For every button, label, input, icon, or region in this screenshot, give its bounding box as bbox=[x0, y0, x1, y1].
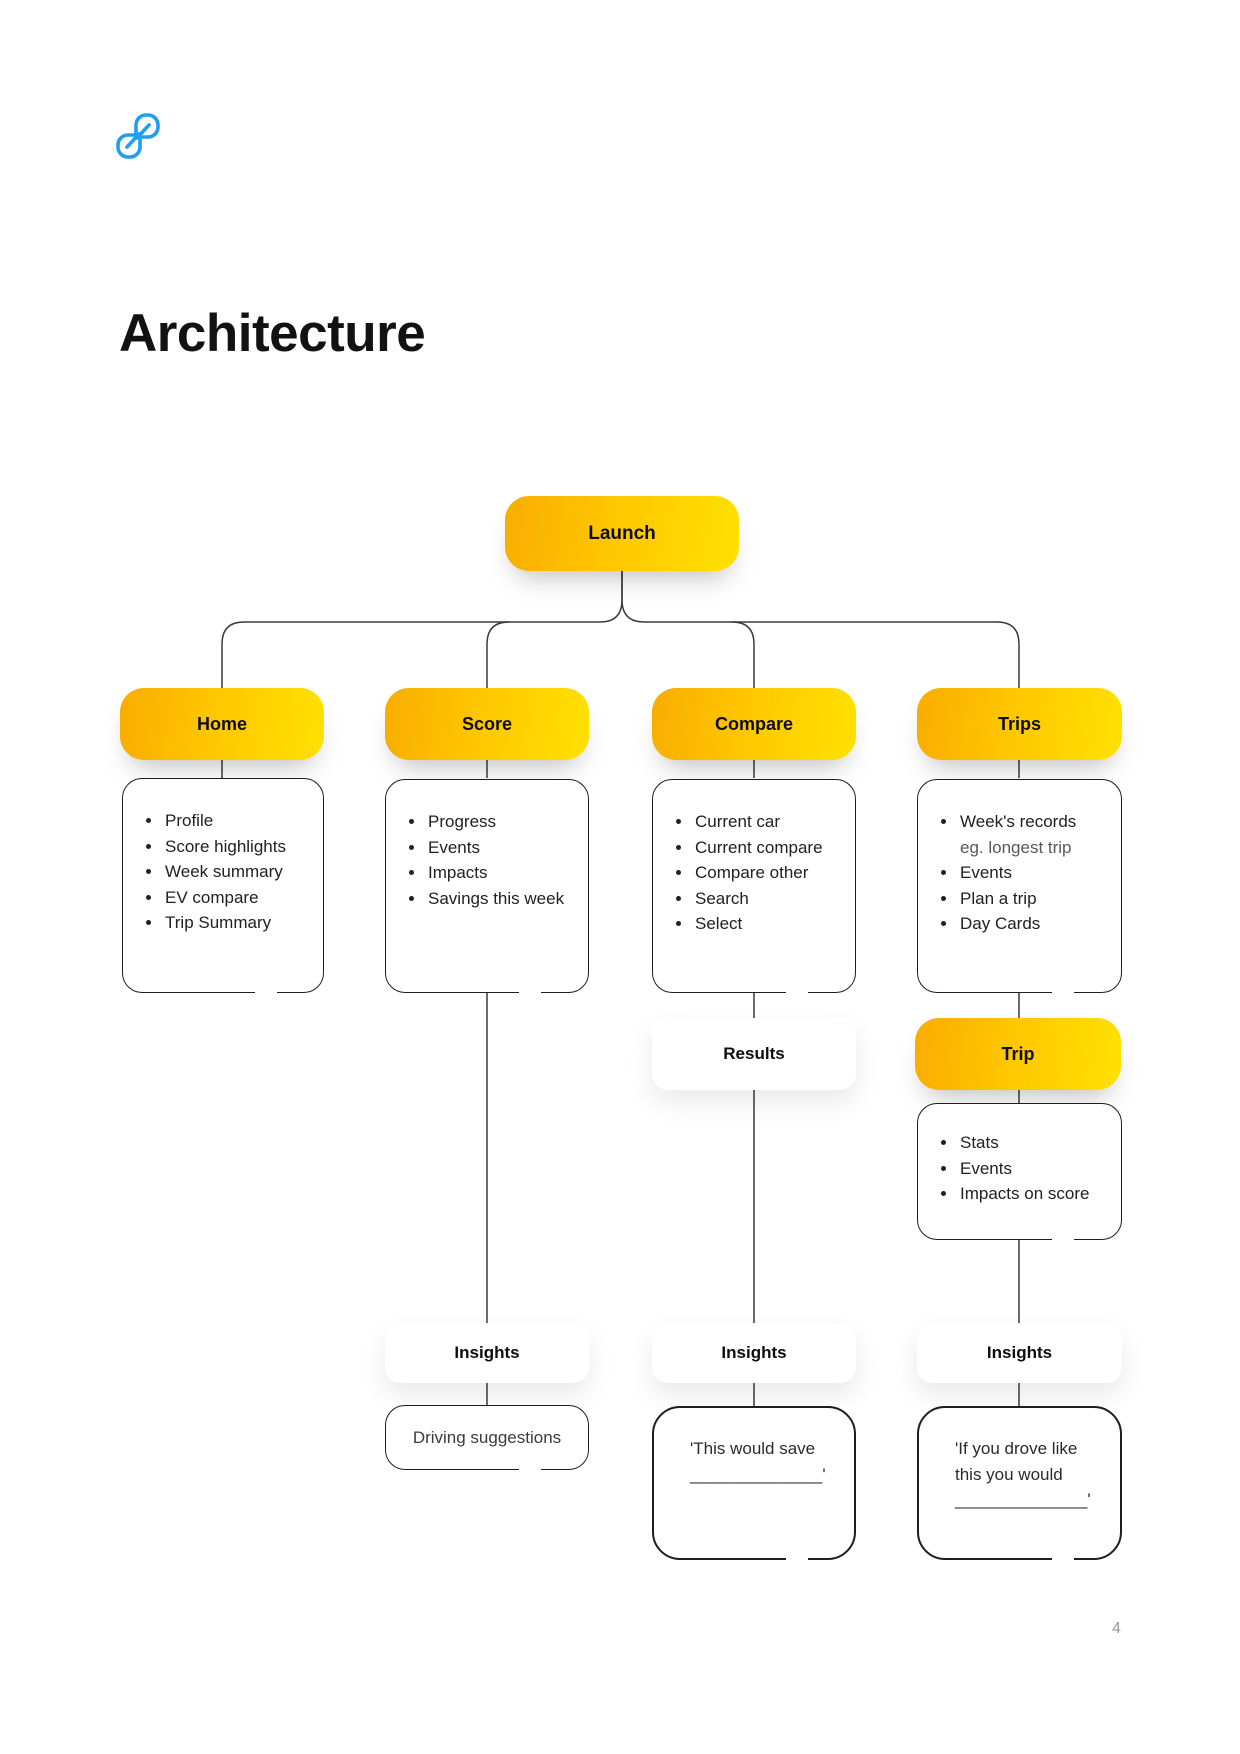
compare-quote-box: 'This would save ______________' bbox=[652, 1406, 856, 1562]
list-item: Events bbox=[426, 835, 580, 861]
trips-quote-box: 'If you drove like this you would ______… bbox=[917, 1406, 1122, 1562]
page-title: Architecture bbox=[119, 304, 426, 363]
node-insights-compare: Insights bbox=[652, 1323, 856, 1383]
score-feature-items: Progress Events Impacts Savings this wee… bbox=[386, 780, 588, 911]
node-score: Score bbox=[385, 688, 589, 760]
node-score-label: Score bbox=[461, 713, 513, 734]
node-home: Home bbox=[120, 688, 324, 760]
list-item: EV compare bbox=[163, 885, 315, 911]
list-item-sub: eg. longest trip bbox=[960, 837, 1072, 857]
trip-feature-items: Stats Events Impacts on score bbox=[918, 1104, 1121, 1207]
list-item: Current car bbox=[693, 809, 847, 835]
node-compare-label: Compare bbox=[714, 713, 794, 734]
node-trip: Trip bbox=[915, 1018, 1121, 1090]
node-results: Results bbox=[652, 1018, 856, 1090]
node-trips-label: Trips bbox=[997, 713, 1041, 734]
list-item: Stats bbox=[958, 1130, 1113, 1156]
node-insights-label: Insights bbox=[454, 1343, 520, 1362]
quote-line: 'If you drove like bbox=[955, 1439, 1078, 1458]
trips-feature-list: Week's records eg. longest trip Events P… bbox=[917, 779, 1122, 995]
list-item: Score highlights bbox=[163, 834, 315, 860]
quote-line: ______________' bbox=[690, 1464, 826, 1484]
list-item: Day Cards bbox=[958, 911, 1113, 937]
list-item: Progress bbox=[426, 809, 580, 835]
list-item: Profile bbox=[163, 808, 315, 834]
home-feature-list: Profile Score highlights Week summary EV… bbox=[122, 778, 324, 995]
driving-suggestions-box: Driving suggestions bbox=[385, 1405, 589, 1472]
node-launch-label: Launch bbox=[588, 522, 656, 544]
list-item: Compare other bbox=[693, 860, 847, 886]
list-item: Events bbox=[958, 860, 1113, 886]
node-insights-score: Insights bbox=[385, 1323, 589, 1383]
node-launch: Launch bbox=[505, 496, 739, 571]
link-leaf-logo-icon bbox=[116, 113, 160, 159]
node-compare: Compare bbox=[652, 688, 856, 760]
compare-feature-list: Current car Current compare Compare othe… bbox=[652, 779, 856, 995]
quote-line: 'This would save bbox=[690, 1439, 816, 1458]
list-item: Week summary bbox=[163, 859, 315, 885]
node-insights-label: Insights bbox=[721, 1343, 787, 1362]
list-item: Search bbox=[693, 886, 847, 912]
list-item: Plan a trip bbox=[958, 886, 1113, 912]
node-insights-trips: Insights bbox=[917, 1323, 1122, 1383]
list-item: Impacts on score bbox=[958, 1181, 1113, 1207]
compare-feature-items: Current car Current compare Compare othe… bbox=[653, 780, 855, 937]
quote-line: ______________' bbox=[955, 1490, 1091, 1509]
node-trips: Trips bbox=[917, 688, 1122, 760]
list-item-main: Week's records bbox=[960, 812, 1077, 831]
trip-feature-list: Stats Events Impacts on score bbox=[917, 1103, 1122, 1242]
list-item: Select bbox=[693, 911, 847, 937]
node-insights-label: Insights bbox=[986, 1343, 1053, 1362]
node-results-label: Results bbox=[723, 1044, 785, 1063]
page-number: 4 bbox=[1112, 1620, 1121, 1637]
node-trip-label: Trip bbox=[1001, 1043, 1035, 1064]
list-item: Current compare bbox=[693, 835, 847, 861]
driving-suggestions-label: Driving suggestions bbox=[412, 1427, 562, 1447]
node-home-label: Home bbox=[196, 713, 247, 734]
list-item: Week's records eg. longest trip bbox=[958, 809, 1113, 860]
list-item: Impacts bbox=[426, 860, 580, 886]
list-item: Savings this week bbox=[426, 886, 580, 912]
home-feature-items: Profile Score highlights Week summary EV… bbox=[123, 779, 323, 936]
trips-feature-items: Week's records eg. longest trip Events P… bbox=[918, 780, 1121, 937]
score-feature-list: Progress Events Impacts Savings this wee… bbox=[385, 779, 589, 995]
list-item: Trip Summary bbox=[163, 910, 315, 936]
list-item: Events bbox=[958, 1156, 1113, 1182]
quote-line: this you would bbox=[955, 1464, 1063, 1484]
